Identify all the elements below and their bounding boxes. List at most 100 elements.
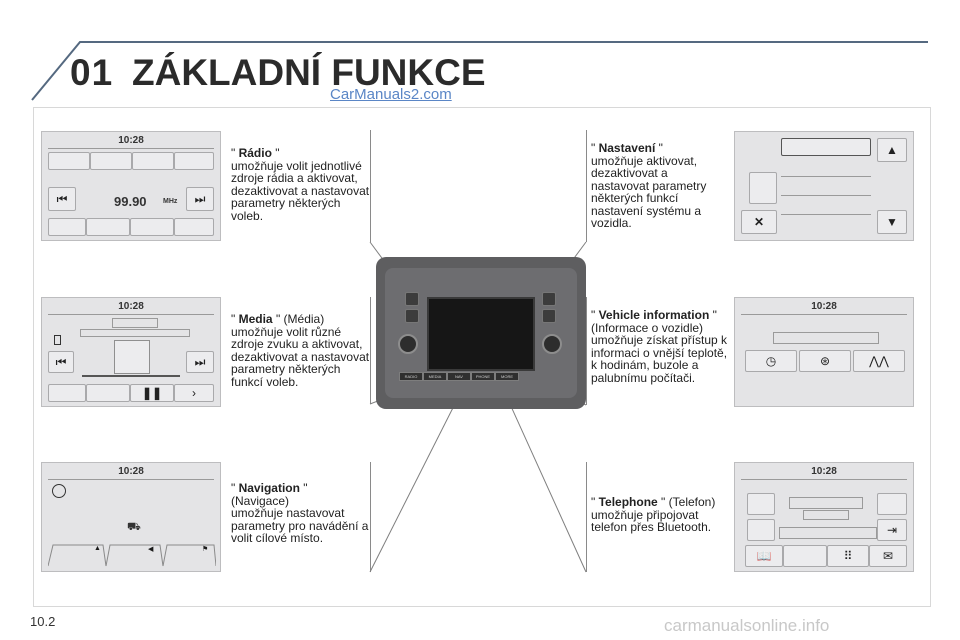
radio-screen: 10:28 ⏮ ⏭ 99.90 MHz (41, 131, 221, 241)
unit-button[interactable] (405, 309, 419, 323)
unit-settings-button[interactable] (542, 292, 556, 306)
seek-forward-button[interactable]: ⏭ (186, 187, 214, 211)
preset-button[interactable] (48, 152, 90, 170)
unit-button[interactable] (542, 309, 556, 323)
chapter-number: 01 (70, 52, 114, 93)
seek-back-button[interactable]: ⏮ (48, 187, 76, 211)
pause-icon: ❚❚ (141, 386, 163, 400)
compass-icon: ⊛ (819, 354, 831, 368)
navigation-description: " Navigation " (Navigace) umožňuje nasta… (231, 481, 369, 545)
footer-watermark: carmanualsonline.info (664, 616, 830, 635)
vehicle-name: Vehicle information (598, 308, 710, 322)
phonebook-icon: 📖 (756, 549, 772, 563)
clock-button[interactable]: ◷ (745, 350, 797, 372)
content-frame (33, 107, 931, 607)
navigation-tab-bar (48, 544, 216, 567)
phone-name-field (789, 497, 863, 509)
unit-phone-button[interactable]: PHONE (471, 372, 495, 381)
media-title-field (112, 318, 158, 328)
preset-button[interactable] (174, 152, 214, 170)
page-number: 10.2 (30, 614, 56, 629)
nav-arrow-icon[interactable]: ▲ (94, 545, 101, 552)
radio-description: " Rádio " umožňuje volit jednotlivé zdro… (231, 146, 370, 223)
keypad-icon: ⠿ (843, 549, 853, 563)
browse-knob[interactable] (542, 334, 562, 354)
unit-more-button[interactable]: MORE (495, 372, 519, 381)
media-next-button[interactable]: ⏭ (186, 351, 214, 373)
unit-radio-button[interactable]: RADIO (399, 372, 423, 381)
phonebook-button[interactable]: 📖 (745, 545, 783, 567)
radio-option-button[interactable] (174, 218, 214, 236)
seek-back-icon: ⏮ (56, 191, 68, 206)
media-artist-field (80, 329, 190, 337)
arrow-up-icon: ▲ (886, 143, 898, 157)
trip-computer-button[interactable]: ⋀⋀ (853, 350, 905, 372)
clock-icon: ◷ (765, 354, 777, 368)
preset-button[interactable] (132, 152, 174, 170)
vehicle-description: " Vehicle information " (Informace o voz… (591, 308, 728, 385)
telephone-name: Telephone (598, 495, 658, 509)
phone-side-button[interactable] (747, 493, 775, 515)
bluetooth-icon: ⇥ (886, 523, 898, 537)
settings-name: Nastavení (598, 141, 656, 155)
previous-track-icon: ⏮ (55, 354, 67, 369)
head-unit-display (427, 297, 535, 371)
settings-list-item-selected[interactable] (781, 138, 871, 156)
settings-description: " Nastavení " umožňuje aktivovat, dezakt… (591, 141, 707, 230)
telephone-desc-text: umožňuje připojovat telefon přes Bluetoo… (591, 507, 712, 534)
volume-knob[interactable] (398, 334, 418, 354)
unit-nav-button[interactable]: NAV (447, 372, 471, 381)
phone-number-field (779, 527, 877, 539)
frequency-value: 99.90 (114, 194, 147, 209)
phone-side-button[interactable] (877, 493, 907, 515)
header-rule (31, 41, 928, 101)
media-description: " Media " (Média) umožňuje volit různé z… (231, 312, 370, 389)
telephone-screen-time: 10:28 (811, 466, 837, 477)
unit-eject-button[interactable] (405, 292, 419, 306)
unit-media-button[interactable]: MEDIA (423, 372, 447, 381)
scroll-down-button[interactable]: ▼ (877, 210, 907, 234)
page-title: ZÁKLADNÍ FUNKCE (132, 52, 486, 93)
watermark-link[interactable]: CarManuals2.com (330, 86, 452, 103)
settings-screen: ▲ ▼ ✕ (734, 131, 914, 241)
seek-forward-icon: ⏭ (194, 191, 206, 206)
close-button[interactable]: ✕ (741, 210, 777, 234)
phone-status-field (803, 510, 849, 520)
telephone-screen: 10:28 ⇥ 📖 ⠿ ✉ (734, 462, 914, 572)
scroll-up-button[interactable]: ▲ (877, 138, 907, 162)
bluetooth-button[interactable]: ⇥ (877, 519, 907, 541)
close-icon: ✕ (753, 215, 765, 229)
media-progress-bar (82, 375, 180, 377)
media-option-button[interactable] (86, 384, 130, 402)
radio-desc-text: umožňuje volit jednotlivé zdroje rádia a… (231, 158, 370, 223)
navigation-desc-text: umožňuje nastavovat parametry pro navádě… (231, 506, 369, 545)
messages-button[interactable]: ✉ (869, 545, 907, 567)
radio-option-button[interactable] (130, 218, 174, 236)
radio-option-button[interactable] (48, 218, 86, 236)
settings-side-button[interactable] (749, 172, 777, 204)
compass-button[interactable]: ⊛ (799, 350, 851, 372)
nav-flag-icon[interactable]: ⚑ (202, 546, 209, 553)
settings-desc-text: umožňuje aktivovat, dezaktivovat a nasta… (591, 153, 707, 230)
navigation-screen-time: 10:28 (118, 466, 144, 477)
nav-volume-icon[interactable]: ◀ (148, 546, 154, 553)
media-screen: 10:28 ⏮ ⏭ ❚❚ › (41, 297, 221, 407)
media-pause-button[interactable]: ❚❚ (130, 384, 174, 402)
keypad-button[interactable]: ⠿ (827, 545, 869, 567)
preset-button[interactable] (90, 152, 132, 170)
radio-screen-time: 10:28 (118, 135, 144, 146)
envelope-icon: ✉ (882, 549, 894, 563)
road-icon: ⋀⋀ (869, 354, 889, 368)
media-forward-button[interactable]: › (174, 384, 214, 402)
next-track-icon: ⏭ (194, 354, 206, 369)
phone-side-button[interactable] (747, 519, 775, 541)
radio-option-button[interactable] (86, 218, 130, 236)
vehicle-screen-time: 10:28 (811, 301, 837, 312)
media-option-button[interactable] (48, 384, 86, 402)
media-desc-text: umožňuje volit různé zdroje zvuku a akti… (231, 324, 370, 389)
compass-icon (52, 484, 66, 498)
phone-option-button[interactable] (783, 545, 827, 567)
vehicle-desc-text: umožňuje získat přístup k informaci o vn… (591, 333, 728, 385)
album-art (114, 340, 150, 374)
media-previous-button[interactable]: ⏮ (48, 351, 74, 373)
